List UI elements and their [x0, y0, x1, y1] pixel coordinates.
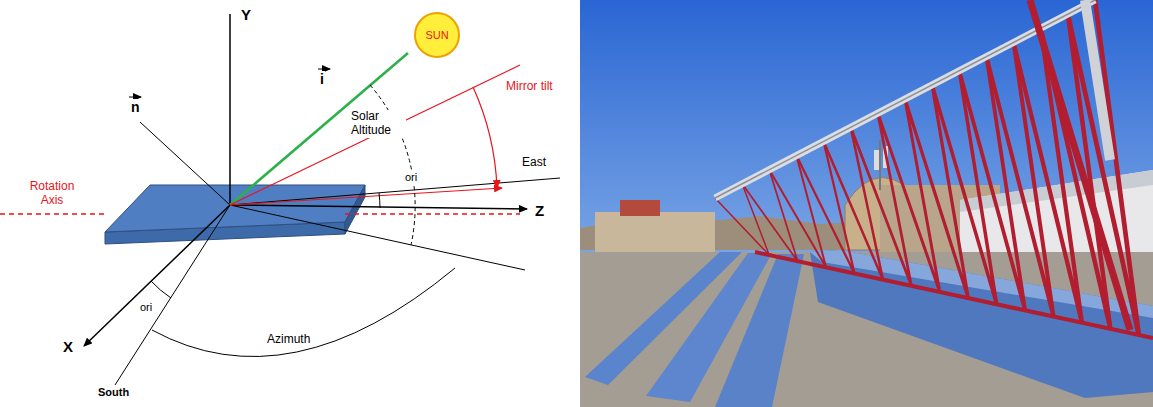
mirror-plate [105, 185, 365, 232]
rotation-axis-line [0, 213, 108, 214]
mirror-tilt-arc [473, 87, 497, 188]
building [620, 200, 660, 216]
axis-name: X [62, 338, 74, 355]
orientation-arc [151, 281, 171, 298]
y-axis [229, 14, 231, 205]
truss-bar [905, 85, 968, 298]
truss-bar [932, 71, 997, 305]
red-post [1030, 0, 1130, 330]
truss-bar [1014, 28, 1082, 322]
vector-name: i [319, 71, 325, 87]
angle-name: Mirror tilt [505, 80, 557, 94]
axis-name: Rotation Axis [20, 180, 84, 208]
vector-accent [318, 69, 330, 70]
east-line [230, 178, 560, 205]
node-text: SUN [425, 29, 448, 41]
truss-bar [986, 42, 1053, 316]
mirror-row [715, 254, 804, 407]
truss-bar [769, 156, 826, 268]
x-axis [84, 205, 230, 346]
sun-circle: SUN [414, 12, 460, 58]
truss-bar [851, 113, 912, 286]
rotation-axis-line [345, 213, 520, 214]
axis-name: Z [534, 202, 545, 219]
angle-name: Azimuth [266, 333, 311, 347]
red-beam [755, 252, 1153, 338]
orientation-arc [379, 193, 380, 208]
axis-name: Y [240, 6, 252, 23]
geometry-sketch [0, 14, 560, 385]
south-line [115, 205, 230, 385]
angle-name: Solar Altitude [350, 110, 406, 138]
azimuth-arc [152, 268, 455, 357]
direction-name: South [97, 386, 130, 399]
truss-bar [959, 57, 1025, 311]
sun-ray [230, 53, 408, 205]
truss-bar [796, 141, 854, 273]
angle-name: ori [139, 301, 153, 314]
mirror-tilt-arrow [230, 188, 502, 205]
pipe [1085, 0, 1110, 160]
angle-name: ori [404, 171, 418, 184]
vector-name: n [130, 99, 141, 115]
photo-sketch [580, 0, 1153, 407]
sun-projection-line [230, 205, 525, 270]
direction-name: East [521, 156, 547, 170]
antenna [874, 150, 879, 170]
antenna [879, 140, 881, 190]
mirror-tilt-line [230, 65, 520, 205]
sky [580, 0, 1153, 407]
vector-accent [129, 97, 141, 98]
truss-bar [824, 127, 883, 279]
building [595, 212, 715, 257]
z-axis [230, 205, 527, 209]
solar-altitude-arc [370, 85, 415, 245]
red-truss [715, 0, 1139, 335]
mirror-plate-side [345, 185, 365, 234]
normal-vector [140, 122, 230, 205]
truss-bar [878, 99, 940, 292]
